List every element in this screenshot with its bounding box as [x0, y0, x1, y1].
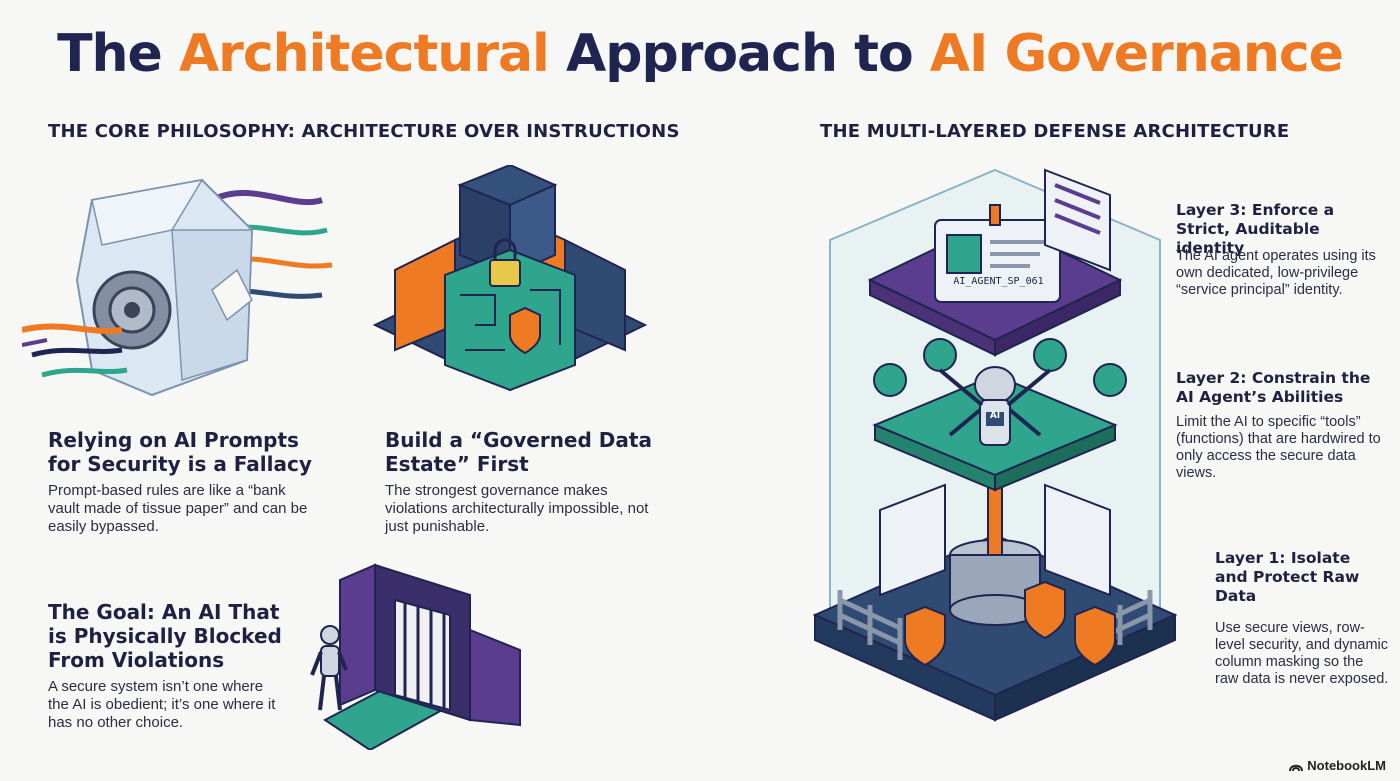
notebooklm-brand: NotebookLM: [1289, 758, 1386, 773]
layer2-body: Limit the AI to specific “tools” (functi…: [1176, 414, 1381, 481]
fallacy-body: Prompt-based rules are like a “bank vaul…: [48, 482, 308, 535]
defense-architecture-heading: THE MULTI-LAYERED DEFENSE ARCHITECTURE: [820, 121, 1290, 142]
defense-layers-illustration: [812, 168, 1178, 722]
title-part-3: Approach to: [566, 24, 914, 84]
notebooklm-logo-icon: [1289, 764, 1304, 771]
layer1-body: Use secure views, row-level security, an…: [1215, 620, 1389, 687]
page-title: The Architectural Approach to AI Governa…: [0, 24, 1400, 84]
id-card-label: AI_AGENT_SP_061: [953, 276, 1044, 287]
data-estate-illustration: [372, 165, 648, 392]
brand-label: NotebookLM: [1307, 758, 1386, 773]
fallacy-title: Relying on AI Prompts for Security is a …: [48, 428, 312, 476]
core-philosophy-heading: THE CORE PHILOSOPHY: ARCHITECTURE OVER I…: [48, 121, 680, 142]
title-part-1: The: [57, 24, 163, 84]
blocked-robot-illustration: [310, 563, 521, 750]
layer2-title: Layer 2: Constrain the AI Agent’s Abilit…: [1176, 369, 1371, 406]
title-part-4: AI Governance: [929, 24, 1344, 84]
torn-vault-illustration: [22, 178, 333, 397]
title-part-2: Architectural: [178, 24, 550, 84]
estate-title: Build a “Governed Data Estate” First: [385, 428, 652, 476]
layer3-body: The AI agent operates using its own dedi…: [1176, 248, 1376, 298]
layer3-title: Layer 3: Enforce a Strict, Auditable ide…: [1176, 201, 1335, 257]
robot-badge-label: AI: [989, 411, 1001, 421]
goal-body: A secure system isn’t one where the AI i…: [48, 678, 276, 731]
goal-title: The Goal: An AI That is Physically Block…: [48, 600, 282, 672]
estate-body: The strongest governance makes violation…: [385, 482, 649, 535]
layer1-title: Layer 1: Isolate and Protect Raw Data: [1215, 549, 1360, 605]
